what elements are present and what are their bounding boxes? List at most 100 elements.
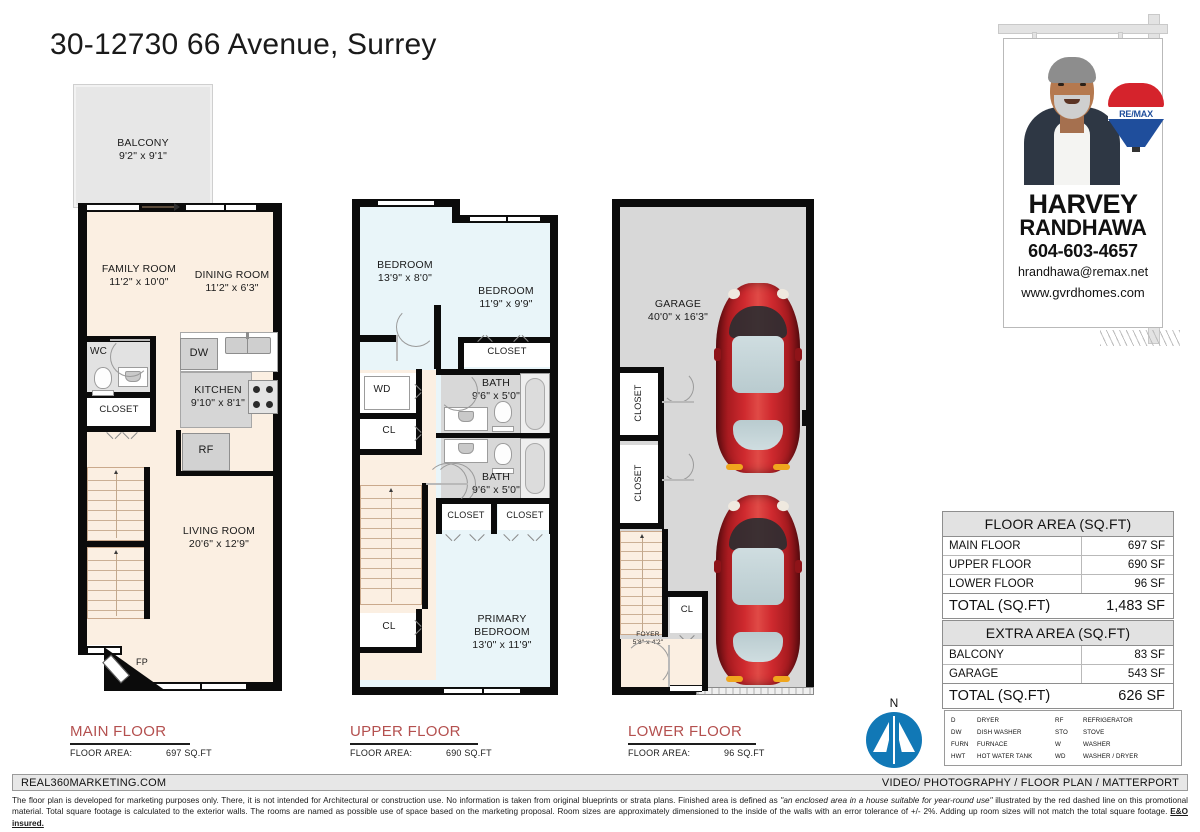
page-title: 30-12730 66 Avenue, Surrey <box>50 28 437 61</box>
closet-p1-chev1-icon <box>446 534 460 543</box>
legend-text-2: FURNACE <box>977 741 1008 748</box>
kitchen-double-sink-icon <box>225 337 271 354</box>
window-bedroom2b <box>508 216 540 222</box>
upper-floor-caption-name: UPPER FLOOR <box>350 723 461 740</box>
extra-area-table-header: EXTRA AREA (SQ.FT) <box>943 621 1173 646</box>
floor-area-row-0-label: MAIN FLOOR <box>949 540 1021 552</box>
agent-website[interactable]: www.gvrdhomes.com <box>1021 285 1145 300</box>
legend-text2-3: WASHER / DRYER <box>1083 753 1139 760</box>
closet-b2-chev1-icon <box>478 333 492 342</box>
lower-floor-caption: LOWER FLOOR FLOOR AREA: 96 SQ.FT <box>628 723 878 758</box>
wall-stairs-lower-right <box>662 529 668 637</box>
living-room-name: LIVING ROOM <box>182 525 256 537</box>
lower-floor-area-value: 96 SQ.FT <box>724 748 765 758</box>
bath1-door-arc-icon <box>438 371 478 411</box>
extra-area-row-0-value: 83 SF <box>1081 646 1173 664</box>
bedroom2-name: BEDROOM <box>478 285 534 297</box>
wc-toilet-icon <box>92 367 114 396</box>
sign-post-crossbar <box>998 24 1168 34</box>
footer-services-list: VIDEO/ PHOTOGRAPHY / FLOOR PLAN / MATTER… <box>881 777 1179 789</box>
agent-phone[interactable]: 604-603-4657 <box>1028 241 1138 261</box>
wall-closet-p-right <box>549 500 555 534</box>
remax-balloon-logo-icon: RE/MAX <box>1108 83 1164 157</box>
room-label-garage: GARAGE 40'0" x 16'3" <box>628 298 728 324</box>
agent-email[interactable]: hrandhawa@remax.net <box>1017 265 1149 279</box>
room-closet-main <box>87 398 151 428</box>
wall-garage-top <box>612 199 814 207</box>
window-dining-1 <box>186 204 224 211</box>
primary-bedroom-dims: 13'0" x 11'9" <box>472 639 532 651</box>
wall-closet-b2-top <box>458 337 556 343</box>
extra-area-row-1-label: GARAGE <box>949 668 999 680</box>
room-garage-closet-1 <box>620 371 658 437</box>
legend-abbr2-1: STO <box>1055 729 1068 736</box>
lower-floor-area-label: FLOOR AREA: <box>628 748 691 758</box>
bedroom1-door-arc-icon <box>396 307 436 347</box>
floor-area-total-value: 1,483 SF <box>1106 598 1165 614</box>
wall-kitchen-bottom <box>176 471 278 476</box>
window-bedroom2a <box>470 216 506 222</box>
foyer-door-arc-icon <box>624 641 670 687</box>
stairs-lower <box>620 531 664 635</box>
floor-area-table: FLOOR AREA (SQ.FT) MAIN FLOOR 697 SF UPP… <box>942 511 1174 619</box>
closet-main-chevron-icon <box>107 432 121 441</box>
closet-p1-chev2-icon <box>470 534 484 543</box>
living-room-dims: 20'6" x 12'9" <box>188 538 250 550</box>
cl-lower-label: CL <box>382 621 396 632</box>
table-row: BALCONY 83 SF <box>943 646 1173 665</box>
wall-wc-right <box>150 336 156 398</box>
main-floor-plan: BALCONY 9'2" x 9'1" FAMILY ROOM 11'2" x … <box>70 84 310 710</box>
kitchen-dims: 9'10" x 8'1" <box>190 397 246 409</box>
refrigerator-appliance <box>182 433 230 471</box>
refrigerator-label: RF <box>198 444 214 456</box>
sign-ground-hatch <box>1100 330 1180 346</box>
wall-closet-p-left <box>436 500 442 534</box>
room-label-primary-bedroom: PRIMARY BEDROOM 13'0" x 11'9" <box>452 613 552 652</box>
footer-company-website[interactable]: REAL360MARKETING.COM <box>21 777 167 789</box>
floor-area-table-header: FLOOR AREA (SQ.FT) <box>943 512 1173 537</box>
wall-main-bottom <box>118 682 282 691</box>
table-row: MAIN FLOOR 697 SF <box>943 537 1173 556</box>
wall-gcloset2-right <box>658 441 664 529</box>
floor-area-total-row: TOTAL (SQ.FT) 1,483 SF <box>943 594 1173 618</box>
room-lower-cl <box>670 595 704 633</box>
bath2-toilet-icon <box>492 443 514 474</box>
wall-stairs-main-div <box>87 541 145 547</box>
wd-label: WD <box>373 384 391 395</box>
dishwasher-label: DW <box>189 347 209 359</box>
legend-text2-1: STOVE <box>1083 729 1105 736</box>
window-living-front1 <box>152 683 200 690</box>
disclaimer-part-1: The floor plan is developed for marketin… <box>12 796 781 805</box>
room-label-dining-room: DINING ROOM 11'2" x 6'3" <box>182 269 282 295</box>
compass-rose-icon: N <box>866 696 922 768</box>
agent-last-name: RANDHAWA <box>1019 215 1147 240</box>
window-bedroom1 <box>378 200 434 206</box>
lower-floor-plan: GARAGE 40'0" x 16'3" CLOSET CLOSET <box>608 195 818 710</box>
wall-closet-main-bottom <box>82 426 156 432</box>
bath2-sink-icon <box>444 439 488 463</box>
wall-bedroom1-right-upper <box>434 305 441 337</box>
wc-door-leaf <box>110 339 150 341</box>
cl-lower-chev-icon <box>415 621 424 635</box>
garage-closet-2-label: CLOSET <box>633 464 643 502</box>
legend-text-0: DRYER <box>977 717 1000 724</box>
balcony-dims: 9'2" x 9'1" <box>118 150 168 162</box>
legend-abbr-0: D <box>951 717 956 724</box>
agent-card-body: RE/MAX HARVEY RANDHAWA 604-603-4657 hran… <box>1003 38 1164 328</box>
room-label-kitchen: KITCHEN 9'10" x 8'1" <box>178 384 258 410</box>
main-floor-caption-name: MAIN FLOOR <box>70 723 167 740</box>
abbreviation-legend: D DRYER RF REFRIGERATOR DW DISH WASHER S… <box>944 710 1182 766</box>
wall-closet-b2-left <box>458 337 464 369</box>
table-row: GARAGE 543 SF <box>943 665 1173 684</box>
bedroom1-dims: 13'9" x 8'0" <box>377 272 433 284</box>
wall-closet-p-mid <box>491 500 497 534</box>
floor-area-row-0-value: 697 SF <box>1081 537 1173 555</box>
footer-bar: REAL360MARKETING.COM VIDEO/ PHOTOGRAPHY … <box>12 774 1188 791</box>
lower-floor-caption-rule <box>628 743 756 745</box>
wall-gcloset1-top <box>612 367 664 373</box>
window-dining-2 <box>226 204 256 211</box>
wc-door-arc-icon <box>110 337 150 377</box>
stairs-direction-arrow-icon <box>114 470 118 474</box>
legend-text-3: HOT WATER TANK <box>977 753 1033 760</box>
